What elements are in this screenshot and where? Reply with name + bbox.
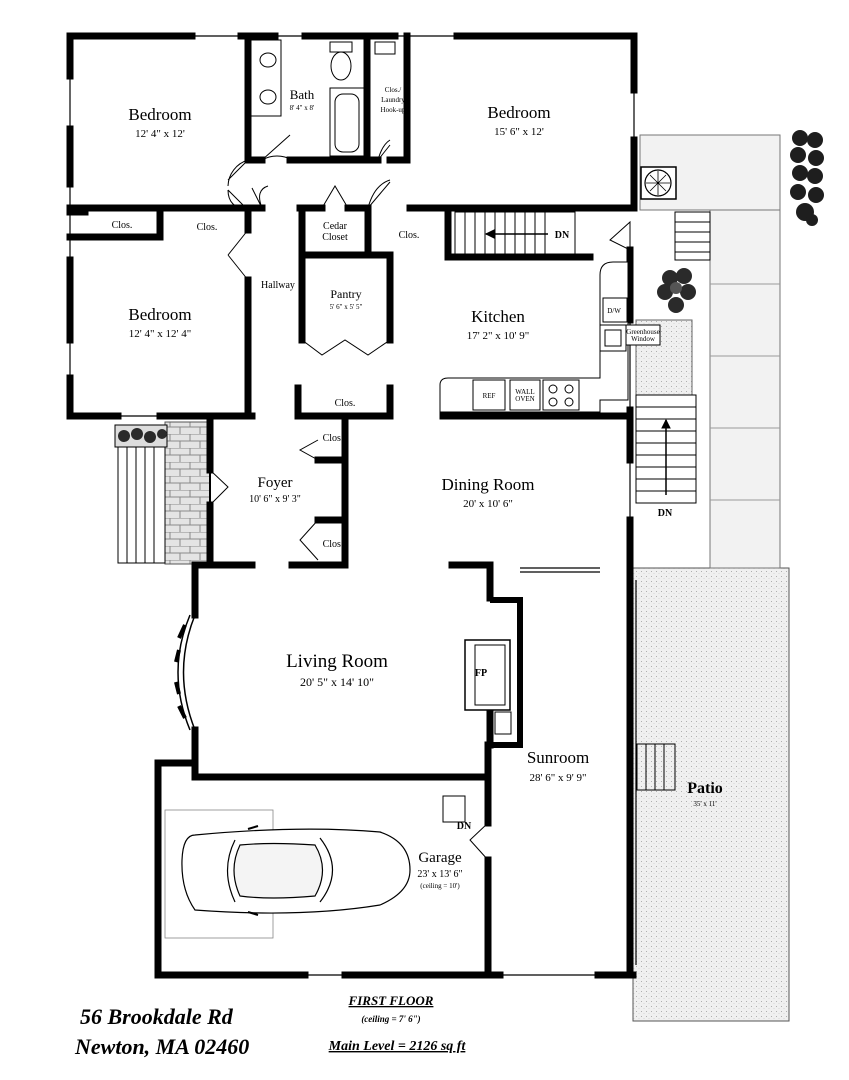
vanity: [250, 39, 282, 117]
room-dims: 12' 4" x 12': [135, 128, 185, 140]
room-name: Closet: [322, 232, 348, 243]
room-dims: 12' 4" x 12' 4": [129, 328, 191, 340]
fireplace-icon: [464, 597, 523, 748]
greenhouse-label: Greenhouse: [626, 328, 659, 336]
refrigerator-icon: [472, 379, 506, 411]
bathtub-icon: [329, 87, 365, 157]
address-line1: 56 Brookdale Rd: [80, 1004, 234, 1029]
closet-label: Clos.: [323, 433, 344, 444]
main-level-area: Main Level = 2126 sq ft: [328, 1039, 467, 1054]
stair-down-label: DN: [658, 508, 673, 519]
room-name: Foyer: [258, 475, 293, 491]
room-labels: Bedroom 12' 4" x 12' Bath 8' 4" x 8' Clo…: [128, 86, 722, 890]
patio-area: [632, 567, 790, 1022]
greenhouse-label: Window: [631, 335, 656, 343]
walkway: [709, 209, 781, 569]
fixtures: [250, 39, 661, 748]
wall-oven-label: WALL: [515, 388, 534, 396]
toilet-icon: [329, 41, 353, 81]
room-name: Hook-up: [381, 106, 406, 114]
closet-label: Clos.: [323, 539, 344, 550]
room-name: Clos./: [385, 86, 402, 94]
kitchen-sink-icon: [599, 324, 627, 352]
room-dims: 17' 2" x 10' 9": [467, 330, 529, 342]
small-labels: Clos. Clos. Clos. Clos. Clos. Clos. DN D…: [112, 220, 673, 832]
room-dims: (ceiling = 10'): [420, 882, 460, 890]
room-name: Living Room: [286, 651, 388, 672]
fireplace-label: FP: [475, 668, 487, 679]
wall-oven-icon: [509, 379, 541, 411]
room-dims: 20' 5" x 14' 10": [300, 675, 374, 689]
greenhouse-window: [625, 324, 661, 346]
car-icon: [181, 825, 411, 916]
room-name: Bedroom: [487, 103, 550, 122]
room-dims: 15' 6" x 12': [494, 126, 544, 138]
room-name: Dining Room: [441, 475, 534, 494]
closet-label: Clos.: [335, 398, 356, 409]
room-name: Patio: [687, 780, 723, 797]
room-name: Hallway: [261, 280, 295, 291]
shrub-right-hedge-icon: [790, 130, 824, 226]
room-dims: 10' 6" x 9' 3": [249, 494, 301, 505]
shrub-kitchen-icon: [657, 268, 696, 313]
floor-title: FIRST FLOOR: [348, 993, 434, 1008]
room-name: Sunroom: [527, 748, 589, 767]
room-name: Bedroom: [128, 105, 191, 124]
room-name: Bedroom: [128, 305, 191, 324]
dishwasher-icon: [602, 297, 628, 323]
floor-ceiling: (ceiling = 7' 6"): [361, 1014, 420, 1024]
garage-parking: [164, 809, 411, 939]
sink-icon: [259, 52, 277, 68]
room-name: Laundry: [381, 96, 405, 104]
room-name: Bath: [290, 87, 315, 102]
windows: [69, 35, 637, 976]
room-name: Cedar: [323, 221, 348, 232]
room-name: Pantry: [330, 287, 361, 301]
room-name: Kitchen: [471, 307, 525, 326]
room-name: Garage: [418, 850, 462, 866]
doors: [209, 134, 631, 861]
exterior-paving: [164, 134, 790, 1022]
room-dims: 8' 4" x 8': [290, 104, 315, 112]
shrub-front-icon: [114, 424, 168, 448]
stair-down-label: DN: [457, 821, 472, 832]
room-dims: 35' x 11': [693, 800, 716, 808]
room-dims: 5' 6" x 5' 5": [330, 303, 363, 311]
refrigerator-label: REF: [483, 392, 496, 400]
wall-oven-label: OVEN: [515, 395, 534, 403]
closet-label: Clos.: [399, 230, 420, 241]
ac-pad: [639, 134, 781, 211]
front-brick-walk: [164, 421, 211, 565]
room-dims: 23' x 13' 6": [417, 869, 462, 880]
footer: 56 Brookdale Rd Newton, MA 02460 FIRST F…: [74, 993, 466, 1059]
room-dims: 20' x 10' 6": [463, 498, 513, 510]
dishwasher-label: D/W: [607, 307, 621, 315]
address-line2: Newton, MA 02460: [74, 1034, 249, 1059]
shrubs: [114, 130, 824, 448]
room-dims: 28' 6" x 9' 9": [530, 772, 587, 784]
cooktop-icon: [542, 379, 580, 411]
closet-label: Clos.: [197, 222, 218, 233]
ac-unit-icon: [640, 166, 677, 200]
closet-label: Clos.: [112, 220, 133, 231]
stair-down-label: DN: [555, 230, 570, 241]
